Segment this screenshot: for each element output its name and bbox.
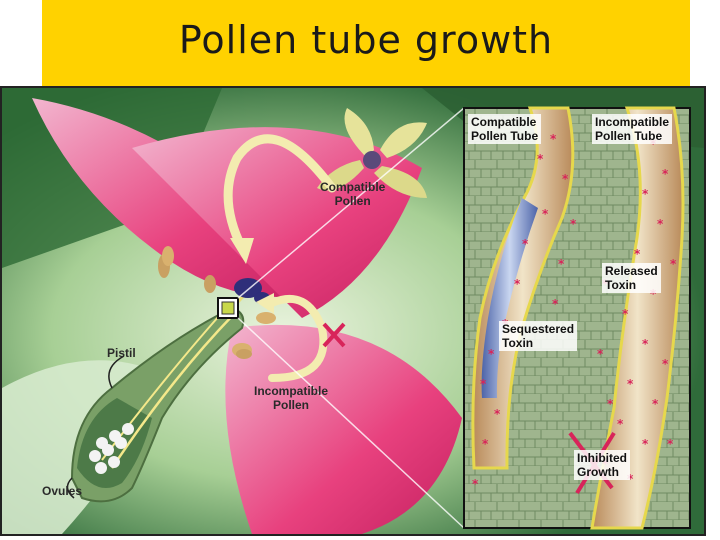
label-sequestered-toxin: Sequestered Toxin — [499, 321, 578, 351]
svg-text:*: * — [472, 477, 479, 491]
svg-text:*: * — [662, 167, 669, 181]
svg-text:*: * — [650, 137, 657, 151]
svg-text:*: * — [662, 357, 669, 371]
svg-text:*: * — [480, 377, 487, 391]
svg-text:*: * — [482, 437, 489, 451]
label-pistil: Pistil — [107, 346, 136, 360]
svg-text:*: * — [514, 277, 521, 291]
page-title: Pollen tube growth — [178, 18, 554, 62]
svg-text:*: * — [617, 417, 624, 431]
ovules — [89, 423, 134, 474]
label-inhibited-growth: Inhibited Growth — [574, 450, 630, 480]
svg-text:*: * — [634, 247, 641, 261]
svg-text:*: * — [627, 377, 634, 391]
svg-text:*: * — [607, 397, 614, 411]
svg-text:*: * — [657, 217, 664, 231]
svg-text:*: * — [642, 337, 649, 351]
svg-text:*: * — [558, 257, 565, 271]
svg-text:*: * — [627, 472, 634, 486]
svg-text:*: * — [494, 407, 501, 421]
title-bar: Pollen tube growth — [42, 0, 690, 86]
svg-text:*: * — [642, 187, 649, 201]
pollen-diagram: *** *** *** *** *** *** *** *** *** *** … — [0, 86, 706, 536]
svg-text:*: * — [642, 437, 649, 451]
svg-text:*: * — [622, 307, 629, 321]
anthers — [158, 246, 276, 359]
label-compatible-pollen: Compatible Pollen — [320, 180, 386, 208]
svg-text:*: * — [522, 237, 529, 251]
svg-text:*: * — [670, 257, 677, 271]
label-released-toxin: Released Toxin — [602, 263, 661, 293]
incompatible-pollen-arrow — [268, 295, 328, 382]
svg-text:*: * — [562, 172, 569, 186]
label-incompatible-tube: Incompatible Pollen Tube — [592, 114, 673, 144]
label-incompatible-pollen: Incompatible Pollen — [254, 384, 329, 412]
rejected-x-icon — [322, 322, 346, 348]
compatible-pollen-arrow — [223, 134, 337, 253]
label-compatible-tube: Compatible Pollen Tube — [468, 114, 542, 144]
svg-text:*: * — [488, 347, 495, 361]
svg-text:*: * — [652, 397, 659, 411]
svg-text:*: * — [570, 217, 577, 231]
svg-text:*: * — [537, 152, 544, 166]
svg-text:*: * — [552, 297, 559, 311]
svg-text:*: * — [650, 287, 657, 301]
pistil — [70, 286, 252, 503]
svg-text:*: * — [667, 437, 674, 451]
svg-text:*: * — [597, 347, 604, 361]
svg-text:*: * — [542, 207, 549, 221]
label-ovules: Ovules — [42, 484, 83, 498]
svg-text:*: * — [550, 132, 557, 146]
